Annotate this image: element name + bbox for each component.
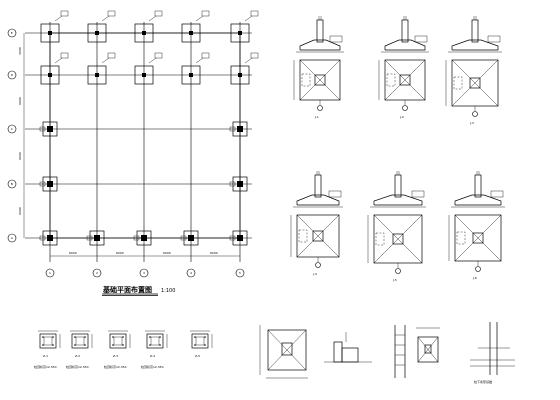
footing-detail: J-3: [445, 16, 502, 125]
footing-pad: [229, 121, 248, 137]
svg-text:6600: 6600: [18, 207, 22, 215]
section-label: Z-1: [43, 354, 48, 358]
section-note: 柱顶标高12.350: [34, 364, 57, 369]
section-label: Z-3: [113, 354, 118, 358]
column-label: 1: [49, 271, 51, 275]
svg-text:6600: 6600: [18, 152, 22, 160]
svg-text:6000: 6000: [116, 251, 124, 255]
column-section: Z-4 柱顶标高12.350: [141, 330, 168, 369]
column-label: 3: [143, 271, 145, 275]
footing-pad: [40, 52, 69, 85]
svg-text:3600: 3600: [18, 47, 22, 55]
row-axis-markers: E D C B A: [7, 28, 17, 243]
footing-pad: [39, 121, 58, 137]
footing-pad: [180, 230, 199, 246]
svg-text:6600: 6600: [18, 97, 22, 105]
svg-text:6000: 6000: [163, 251, 171, 255]
bottom-details: 柱下条形基础: [259, 322, 515, 384]
column-label: 4: [190, 271, 192, 275]
section-label: Z-2: [75, 354, 80, 358]
footing-detail: J-5: [367, 171, 426, 282]
svg-text:6000: 6000: [69, 251, 77, 255]
detail-label: J-1: [314, 115, 319, 119]
section-label: Z-5: [195, 354, 200, 358]
footing-pad: [40, 10, 69, 43]
footing-detail: J-4: [290, 171, 343, 276]
footing-pad: [39, 176, 58, 192]
section-note: 柱顶标高12.350: [66, 364, 89, 369]
detail-label: J-5: [392, 278, 397, 282]
column-sections: Z-1柱顶标高12.350Z-2柱顶标高12.350Z-3柱顶标高12.350Z…: [34, 330, 213, 369]
footing-pad: [87, 52, 116, 85]
section-label: Z-4: [150, 354, 155, 358]
row-label: C: [11, 127, 13, 131]
row-label: B: [11, 182, 13, 186]
detail-label: J-3: [469, 121, 474, 125]
section-note: 柱顶标高12.350: [141, 364, 164, 369]
column-label: 5: [239, 271, 241, 275]
column-section: Z-3 柱顶标高12.350: [104, 330, 131, 369]
footing-detail: J-1: [293, 16, 344, 119]
footing-pad: [230, 52, 259, 85]
detail-label: J-6: [472, 276, 477, 280]
footing-pad: [229, 176, 248, 192]
column-label: 2: [96, 271, 98, 275]
footing-pad: [229, 230, 248, 246]
footing-pad: [134, 52, 163, 85]
svg-text:6000: 6000: [210, 251, 218, 255]
detail-label: J-2: [399, 115, 404, 119]
footing-pad: [181, 52, 210, 85]
foundation-plan: 3600 6600 6600 6600 6000 6000 6000 6000 …: [7, 10, 259, 296]
column-section: Z-1 柱顶标高12.350: [34, 330, 61, 369]
column-section: Z-5: [190, 330, 213, 358]
plan-title: 基础平面布置图: [102, 285, 152, 294]
footing-pad: [87, 10, 116, 43]
row-label: E: [11, 31, 13, 35]
footing-pad: [181, 10, 210, 43]
footing-pad: [134, 10, 163, 43]
footing-detail: J-2: [378, 16, 429, 119]
footing-detail: J-6: [448, 171, 505, 280]
footing-pad: [133, 230, 152, 246]
footing-pad: [230, 10, 259, 43]
plan-scale: 1:100: [161, 288, 175, 294]
footing-pad: [86, 230, 105, 246]
footing-pad: [39, 230, 58, 246]
detail-label: J-4: [312, 272, 317, 276]
row-label: A: [11, 236, 14, 240]
section-note: 柱顶标高12.350: [104, 364, 127, 369]
footing-details: J-1 J-2J-3J-4J-5 J-6: [290, 16, 505, 282]
bottom-note: 柱下条形基础: [474, 379, 492, 384]
column-axis-markers: 1 2 3 4 5: [45, 268, 245, 278]
column-section: Z-2 柱顶标高12.350: [66, 330, 93, 369]
row-label: D: [11, 73, 14, 77]
